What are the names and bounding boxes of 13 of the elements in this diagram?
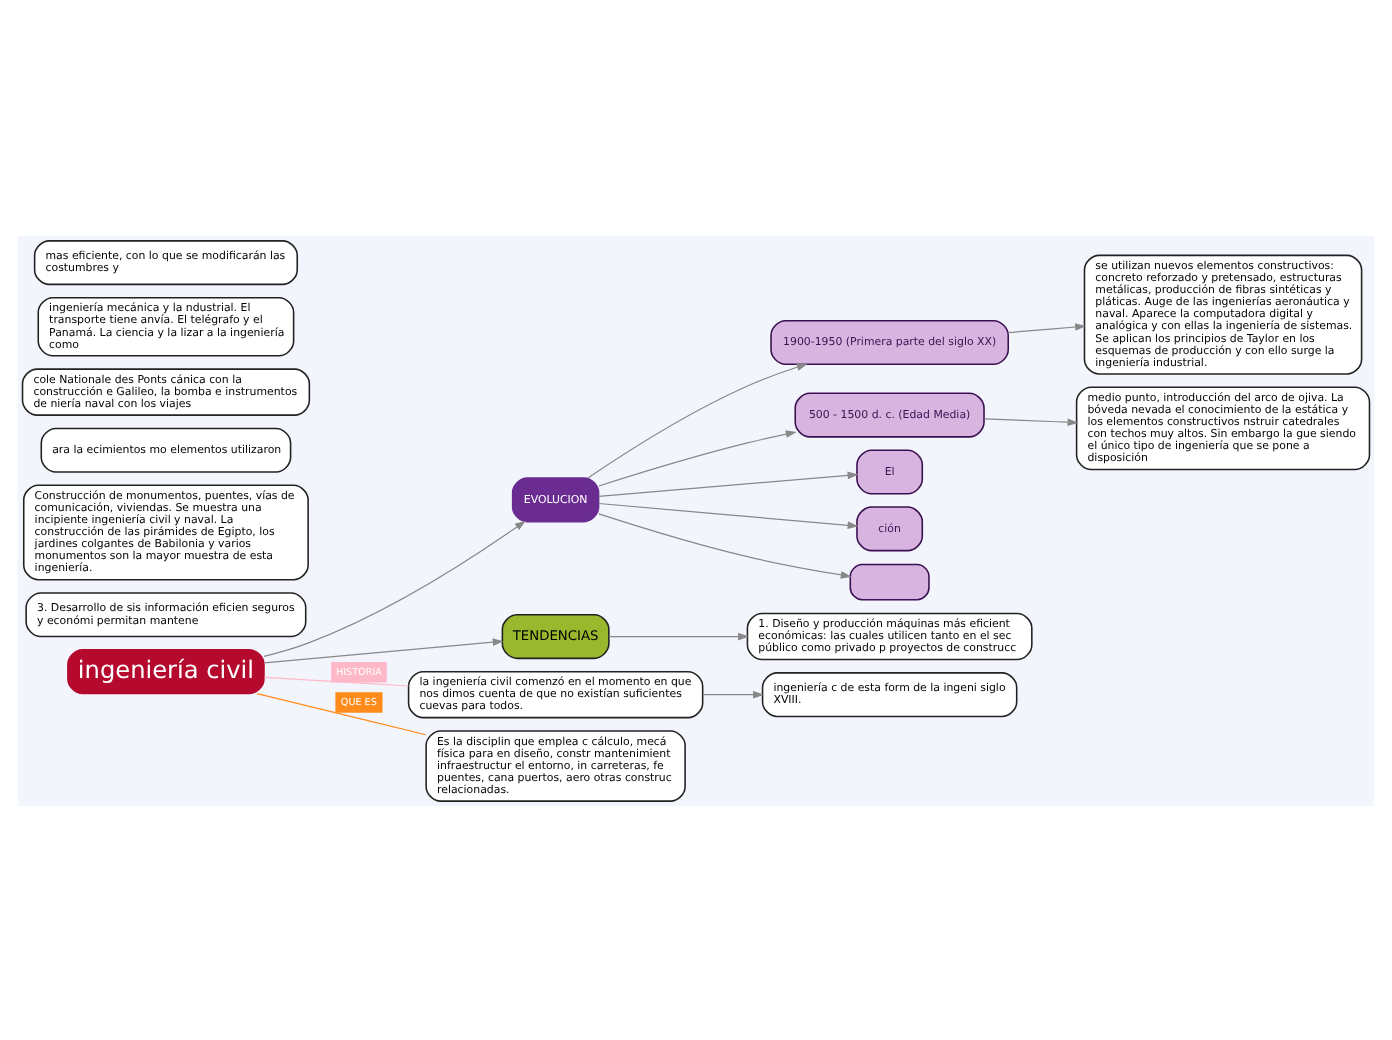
arrow: [598, 501, 859, 529]
arrow: [598, 429, 797, 486]
arrow: [263, 519, 526, 656]
arrow: [983, 417, 1079, 426]
arrow: [587, 362, 808, 478]
node-box: ingeniería civil: [67, 648, 265, 694]
arrow: [598, 512, 852, 578]
arrow: [1007, 322, 1087, 333]
node-box: [849, 562, 930, 600]
arrow: [702, 689, 764, 698]
arrow: [263, 637, 504, 663]
arrow: [598, 470, 859, 496]
arrow: [608, 631, 749, 640]
